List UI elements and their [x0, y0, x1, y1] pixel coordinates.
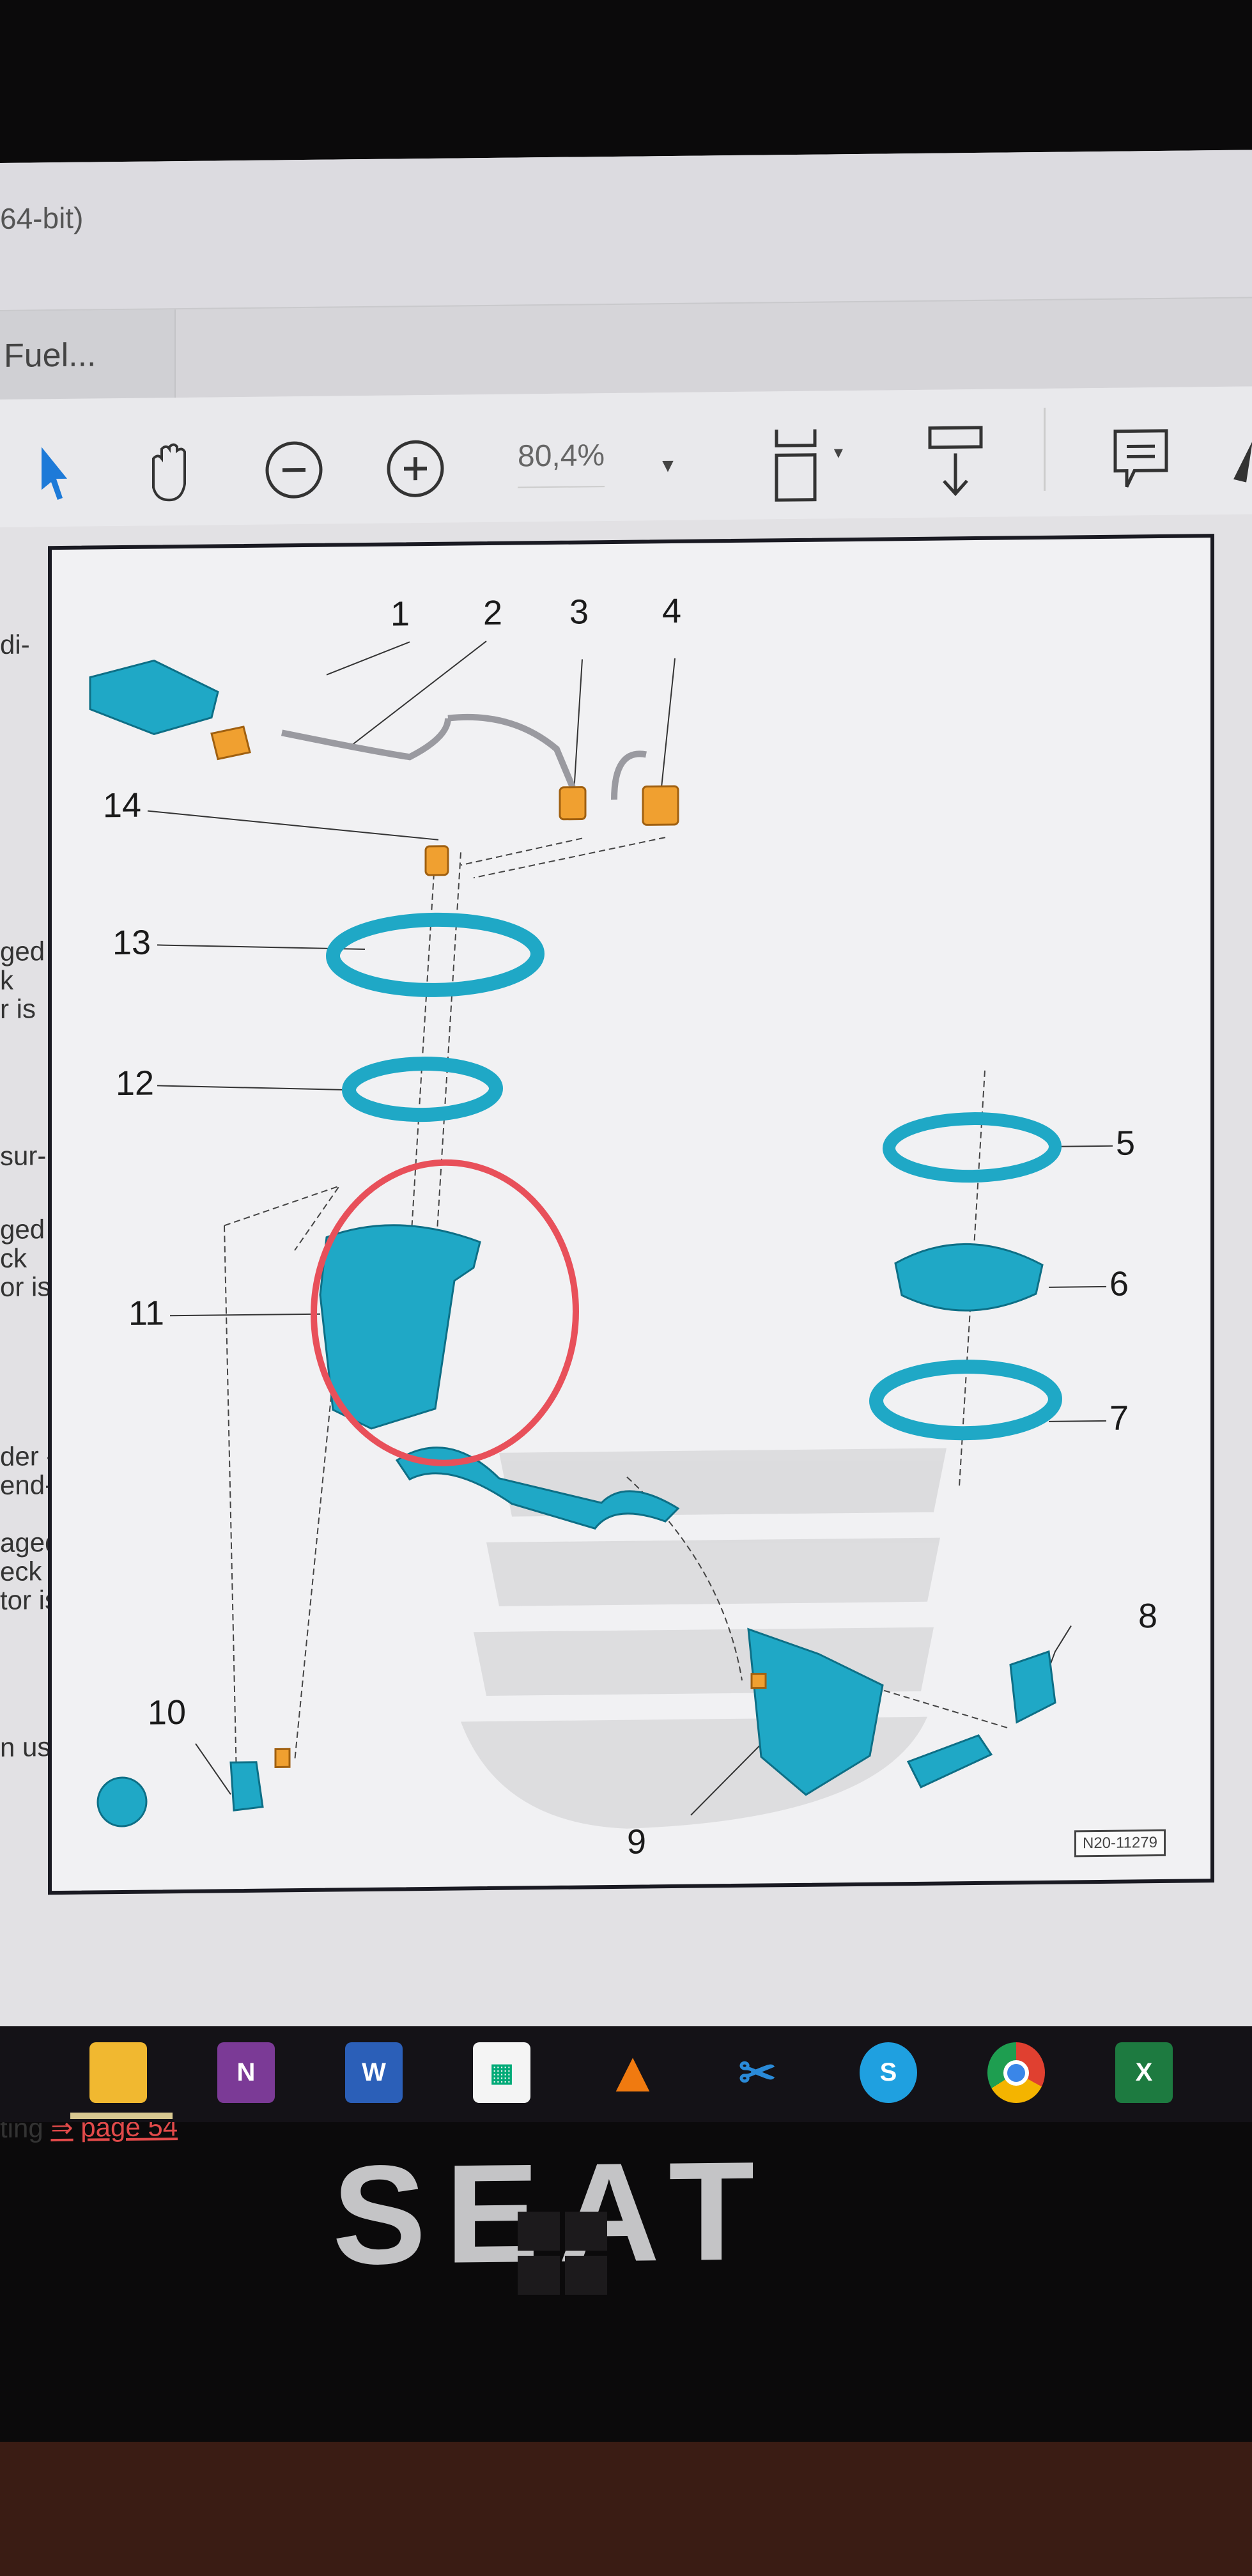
toolbar-divider — [1044, 407, 1046, 491]
zoom-dropdown-chevron-icon[interactable]: ▼ — [658, 454, 677, 477]
svg-text:▼: ▼ — [831, 444, 844, 462]
excel-icon[interactable]: X — [1115, 2042, 1173, 2103]
chrome-icon[interactable] — [987, 2042, 1045, 2103]
exploded-diagram: 1 2 3 4 5 6 7 8 9 10 11 12 13 14 N20-112… — [48, 534, 1214, 1895]
desk-surface — [0, 2442, 1252, 2576]
body-text: ck — [0, 1243, 27, 1273]
store-icon[interactable]: ▦ — [473, 2042, 530, 2103]
body-text: sur- — [0, 1140, 47, 1171]
body-text: ged — [0, 1214, 45, 1245]
toolbar: 80,4% ▼ ▼ — [0, 386, 1252, 527]
active-app-indicator — [70, 2113, 173, 2119]
body-text: eck — [0, 1556, 42, 1587]
part-label-3: 3 — [569, 593, 589, 632]
part-label-7: 7 — [1109, 1399, 1129, 1438]
pen-icon[interactable] — [1227, 424, 1252, 495]
body-text: end- — [0, 1470, 54, 1500]
part-label-12: 12 — [116, 1064, 155, 1103]
screen: 64-bit) Fuel... 80,4% ▼ ▼ di- ged k r is… — [0, 150, 1252, 2294]
part-label-13: 13 — [112, 923, 151, 963]
body-text: r is — [0, 993, 36, 1024]
part-label-5: 5 — [1116, 1124, 1136, 1163]
part-label-2: 2 — [483, 593, 503, 633]
scroll-mode-icon[interactable] — [920, 426, 991, 499]
part-label-4: 4 — [662, 591, 682, 631]
skype-icon[interactable]: S — [860, 2042, 917, 2103]
body-text: ged — [0, 936, 45, 966]
part-label-9: 9 — [627, 1822, 647, 1861]
body-text: k — [0, 965, 13, 995]
zoom-level-input[interactable]: 80,4% — [518, 438, 605, 488]
diagram-drawing — [89, 640, 1113, 1829]
tab-label: Fuel... — [4, 336, 97, 375]
snipping-tool-icon[interactable]: ✂ — [738, 2047, 777, 2098]
file-explorer-icon[interactable] — [89, 2042, 147, 2103]
zoom-in-icon[interactable] — [380, 433, 451, 504]
body-text: der - — [0, 1441, 56, 1471]
part-label-10: 10 — [148, 1693, 187, 1732]
part-label-11: 11 — [128, 1294, 165, 1333]
windows-logo-icon — [518, 2212, 607, 2295]
body-text: or is — [0, 1271, 51, 1302]
red-circle-annotation — [311, 1159, 579, 1466]
fit-page-icon[interactable]: ▼ — [764, 429, 847, 502]
comment-icon[interactable] — [1106, 426, 1176, 497]
part-label-6: 6 — [1109, 1264, 1129, 1303]
figure-code: N20-11279 — [1074, 1829, 1166, 1858]
part-label-1: 1 — [390, 594, 410, 633]
body-text: di- — [0, 629, 30, 660]
word-icon[interactable]: W — [345, 2042, 403, 2103]
hand-icon[interactable] — [137, 436, 201, 507]
document-area: di- ged k r is sur- ged ck or is der - e… — [0, 514, 1252, 2294]
tab-fuel[interactable]: Fuel... — [0, 309, 176, 401]
select-arrow-icon[interactable] — [32, 437, 77, 508]
part-label-8: 8 — [1138, 1597, 1158, 1636]
tab-bar: Fuel... — [0, 297, 1252, 401]
window-title: 64-bit) — [0, 201, 84, 235]
part-label-14: 14 — [103, 786, 142, 825]
zoom-out-icon[interactable] — [259, 435, 329, 506]
title-bar: 64-bit) — [0, 150, 1252, 310]
vlc-icon[interactable]: ▲ — [604, 2040, 661, 2104]
onenote-icon[interactable]: N — [217, 2042, 275, 2103]
taskbar: N W ▦ ▲ ✂ S X — [0, 2026, 1252, 2122]
